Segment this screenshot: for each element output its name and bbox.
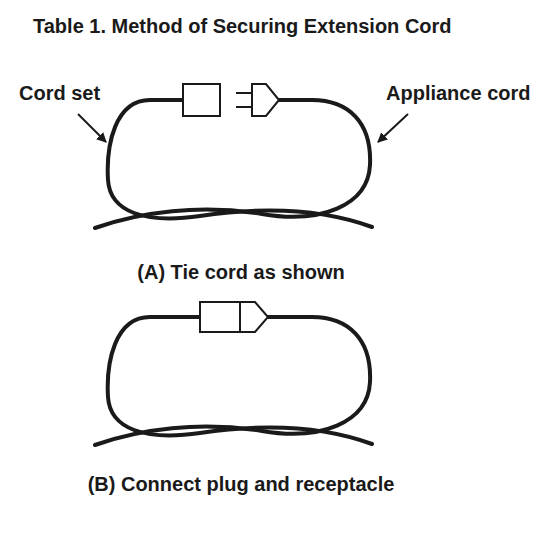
plug (252, 84, 279, 116)
cord-set (108, 317, 372, 444)
receptacle (200, 302, 240, 332)
leader-arrow (78, 114, 106, 142)
appliance-cord (95, 100, 370, 228)
step-caption: (B) Connect plug and receptacle (88, 473, 395, 495)
table-title: Table 1. Method of Securing Extension Co… (33, 15, 452, 37)
receptacle (183, 84, 220, 116)
plug-prong (236, 92, 252, 94)
plug-prong (236, 106, 252, 108)
appliance-cord (95, 317, 370, 445)
cord-set (108, 100, 372, 227)
step-caption: (A) Tie cord as shown (137, 261, 344, 283)
part-label: Appliance cord (386, 82, 530, 104)
part-label: Cord set (19, 82, 100, 104)
leader-arrow (378, 114, 408, 142)
plug (240, 302, 268, 332)
